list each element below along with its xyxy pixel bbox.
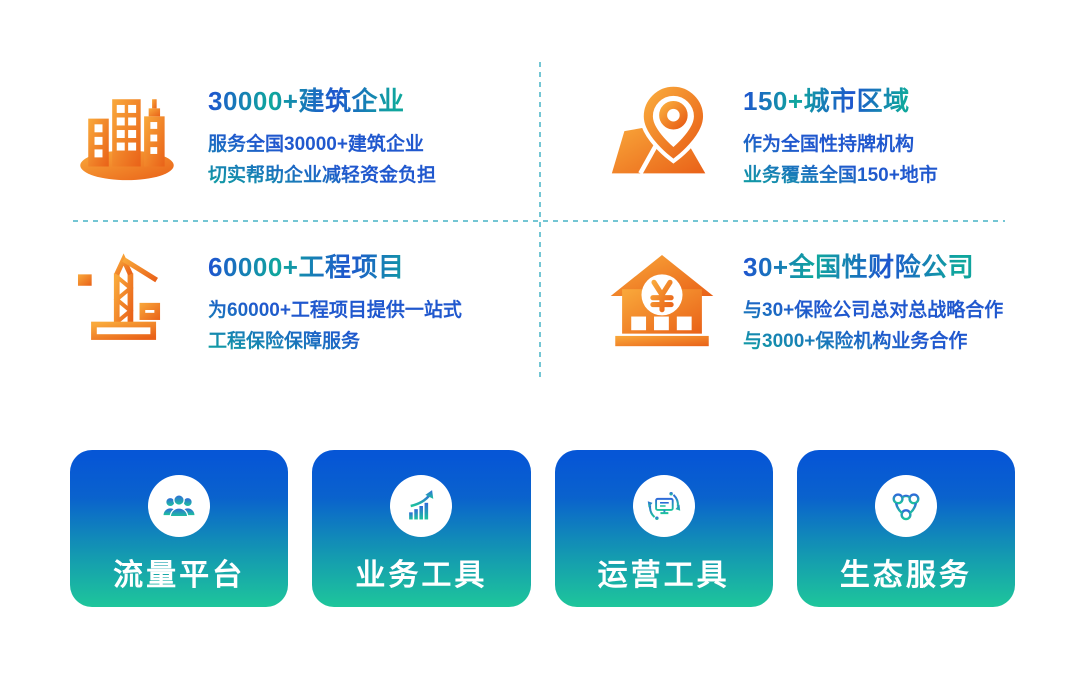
map-pin-icon <box>605 82 719 194</box>
card-ecosystem-services[interactable]: 生态服务 <box>796 450 1015 607</box>
card-business-tools[interactable]: 业务工具 <box>312 450 531 607</box>
stat-insurance-companies: 30+全国性财险公司 与30+保险公司总对总战略合作与3000+保险机构业务合作 <box>605 248 1055 360</box>
stat-engineering-projects: 60000+工程项目 为60000+工程项目提供一站式工程保险保障服务 <box>70 248 520 360</box>
growth-chart-icon <box>390 475 453 537</box>
insurance-bank-icon <box>605 248 719 360</box>
card-label: 业务工具 <box>355 559 488 592</box>
card-label: 生态服务 <box>839 559 972 592</box>
monitor-sync-icon <box>632 475 695 537</box>
tower-crane-icon <box>70 248 184 360</box>
buildings-icon <box>70 82 184 194</box>
feature-cards: 流量平台 业务工具 <box>70 450 1015 607</box>
stat-construction-companies: 30000+建筑企业 服务全国30000+建筑企业切实帮助企业减轻资金负担 <box>70 82 520 194</box>
stat-title: 150+城市区域 <box>743 86 938 117</box>
stat-description: 作为全国性持牌机构业务覆盖全国150+地市 <box>743 129 938 191</box>
card-traffic-platform[interactable]: 流量平台 <box>70 450 289 607</box>
card-operation-tools[interactable]: 运营工具 <box>554 450 773 607</box>
users-group-icon <box>148 475 211 537</box>
card-label: 流量平台 <box>113 559 246 592</box>
stat-description: 与30+保险公司总对总战略合作与3000+保险机构业务合作 <box>743 295 1003 357</box>
stat-title: 30000+建筑企业 <box>208 86 436 117</box>
card-label: 运营工具 <box>597 559 730 592</box>
stat-city-regions: 150+城市区域 作为全国性持牌机构业务覆盖全国150+地市 <box>605 82 1055 194</box>
stat-description: 为60000+工程项目提供一站式工程保险保障服务 <box>208 295 462 357</box>
stat-title: 60000+工程项目 <box>208 252 462 283</box>
eco-network-icon <box>874 475 937 537</box>
vertical-dashed-divider <box>539 62 541 382</box>
stat-title: 30+全国性财险公司 <box>743 252 1003 283</box>
stat-description: 服务全国30000+建筑企业切实帮助企业减轻资金负担 <box>208 129 436 191</box>
